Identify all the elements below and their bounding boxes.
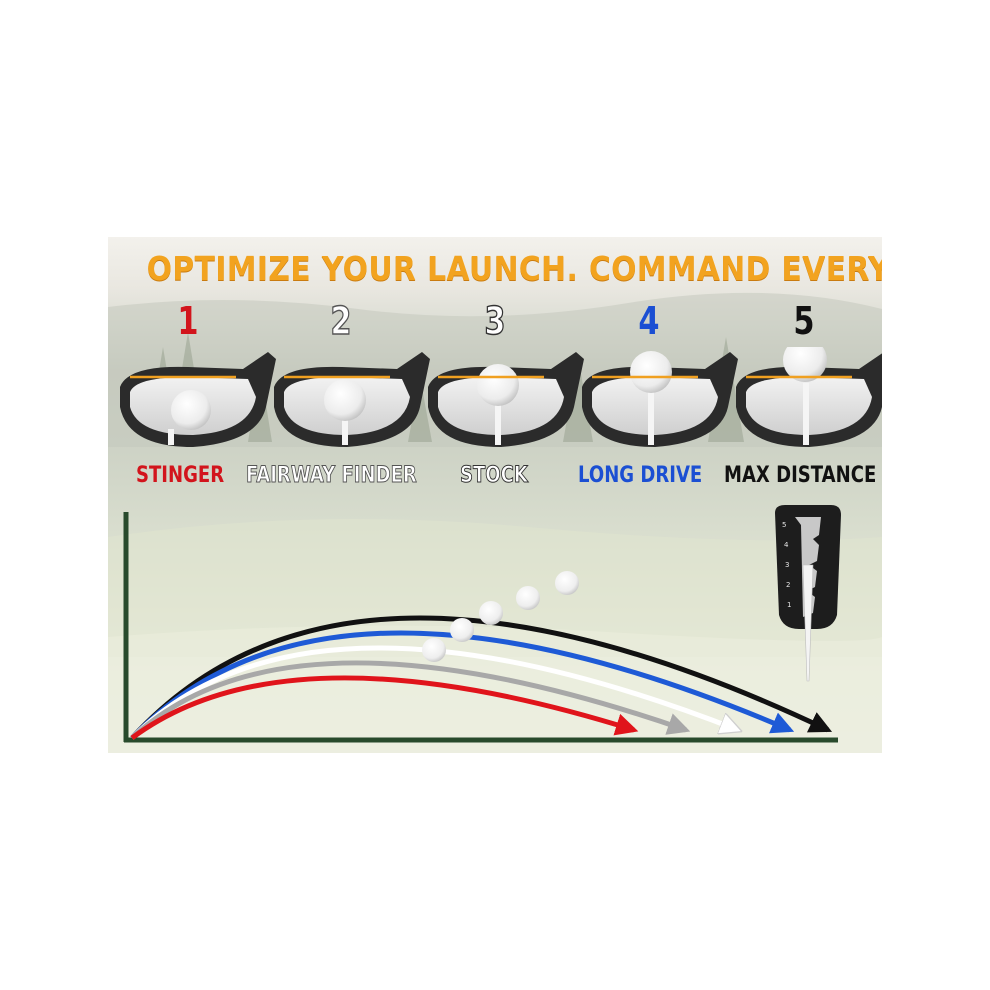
position-number-3: 3 bbox=[484, 298, 506, 344]
tee-height-1: 1 bbox=[787, 601, 791, 609]
trajectory-long-drive bbox=[130, 630, 795, 740]
trajectory-chart bbox=[123, 512, 838, 743]
golf-ball-icon bbox=[630, 351, 672, 393]
club-5 bbox=[736, 347, 882, 447]
club-3 bbox=[428, 352, 584, 447]
tee-height-5: 5 bbox=[782, 521, 786, 529]
trajectory-fairway-finder bbox=[130, 660, 691, 740]
label-max-distance: MAX DISTANCE bbox=[724, 463, 877, 488]
label-stinger: STINGER bbox=[136, 463, 225, 488]
position-number-4: 4 bbox=[638, 299, 660, 343]
tee-height-4: 4 bbox=[784, 541, 789, 549]
position-number-1: 1 bbox=[177, 299, 199, 343]
tee-height-3: 3 bbox=[785, 561, 789, 569]
club-4 bbox=[582, 351, 738, 447]
headline: OPTIMIZE YOUR LAUNCH. COMMAND EVERY SHOT… bbox=[146, 249, 882, 288]
golf-ball-icon bbox=[516, 586, 540, 610]
label-fairway-finder: FAIRWAY FINDER bbox=[246, 463, 418, 489]
driver-clubs-row bbox=[120, 347, 882, 447]
trajectory-stinger bbox=[130, 675, 639, 741]
position-number-5: 5 bbox=[793, 299, 815, 343]
club-1 bbox=[120, 352, 276, 447]
golf-ball-icon bbox=[555, 571, 579, 595]
tee-height-tool-icon: 5 4 3 2 1 bbox=[775, 505, 841, 682]
golf-ball-icon bbox=[450, 618, 474, 642]
launch-banner: OPTIMIZE YOUR LAUNCH. COMMAND EVERY SHOT… bbox=[108, 237, 882, 753]
golf-ball-icon bbox=[171, 390, 211, 430]
golf-ball-icon bbox=[477, 364, 519, 406]
tee-height-2: 2 bbox=[786, 581, 790, 589]
trajectory-max-distance bbox=[130, 615, 833, 740]
golf-ball-icon bbox=[324, 379, 366, 421]
golf-ball-icon bbox=[479, 601, 503, 625]
label-stock: STOCK bbox=[460, 463, 529, 489]
label-long-drive: LONG DRIVE bbox=[578, 463, 703, 488]
trajectory-stock bbox=[130, 645, 738, 740]
golf-ball-icon bbox=[422, 638, 446, 662]
club-2 bbox=[274, 352, 430, 447]
golf-ball-icon bbox=[783, 347, 827, 382]
position-number-2: 2 bbox=[330, 298, 352, 344]
